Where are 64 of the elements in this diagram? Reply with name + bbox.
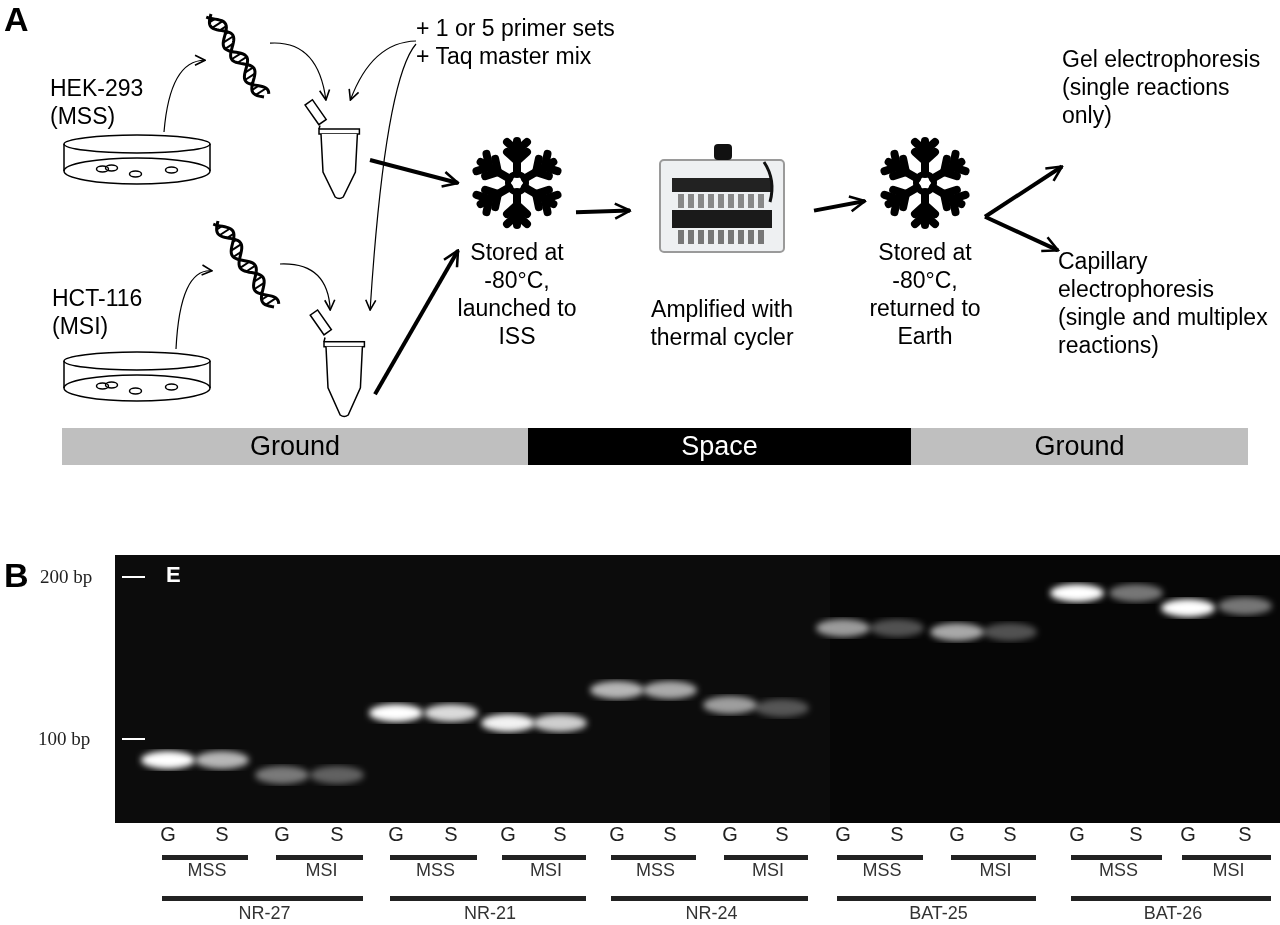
- step-label: Capillary electrophoresis (single and multiplex reactions): [1058, 247, 1276, 417]
- step-label: + Taq master mix: [416, 42, 593, 70]
- lane-label: S: [774, 823, 790, 846]
- arrow: [984, 214, 1060, 253]
- arrow: [348, 40, 417, 101]
- group-label: MSS: [415, 860, 456, 881]
- lane-label: G: [387, 823, 405, 846]
- lane-label: S: [1237, 823, 1253, 846]
- lane-label: G: [159, 823, 177, 846]
- lane-label: G: [499, 823, 517, 846]
- group-label: BAT-26: [1142, 903, 1204, 924]
- lane-label: S: [443, 823, 459, 846]
- group-label: NR-24: [684, 903, 739, 924]
- group-label: NR-21: [463, 903, 517, 924]
- group-label: MSS: [1098, 860, 1139, 881]
- group-label: MSI: [751, 860, 785, 881]
- arrow: [269, 42, 330, 101]
- step-label: Stored at -80°C, returned to Earth: [868, 238, 982, 350]
- step-label: Gel electrophoresis (single reactions only): [1062, 45, 1262, 180]
- arrow: [813, 195, 867, 213]
- lane-label: G: [721, 823, 739, 846]
- phase-bar: Ground: [911, 428, 1248, 465]
- phase-bar: Space: [528, 428, 911, 465]
- lane-label: S: [1128, 823, 1144, 846]
- phase-bar: Ground: [62, 428, 528, 465]
- arrow: [365, 43, 417, 311]
- lane-label: S: [214, 823, 230, 846]
- lane-label: G: [608, 823, 626, 846]
- step-label: HCT-116 (MSI): [52, 284, 167, 344]
- lane-label: S: [1002, 823, 1018, 846]
- group-label: MSI: [529, 860, 563, 881]
- step-label: Amplified with thermal cycler: [649, 295, 795, 351]
- lane-label: S: [662, 823, 678, 846]
- lane-label: G: [1068, 823, 1086, 846]
- group-label: MSS: [186, 860, 228, 881]
- group-label: MSS: [861, 860, 903, 881]
- arrow: [369, 158, 460, 188]
- step-label: HEK-293 (MSS): [50, 74, 165, 134]
- group-label: MSI: [978, 860, 1013, 881]
- arrow: [983, 164, 1064, 219]
- group-label: MSI: [1211, 860, 1246, 881]
- lane-label: G: [1179, 823, 1197, 846]
- gel-label: E: [166, 562, 181, 588]
- panel-letter: B: [4, 556, 29, 594]
- group-label: BAT-25: [908, 903, 969, 924]
- step-label: + 1 or 5 primer sets: [416, 14, 616, 42]
- lane-label: S: [552, 823, 568, 846]
- lane-label: S: [329, 823, 345, 846]
- lane-label: G: [948, 823, 966, 846]
- size-marker-label: 200 bp: [40, 566, 93, 588]
- lane-label: S: [889, 823, 905, 846]
- arrow: [175, 265, 213, 350]
- arrow: [373, 249, 460, 396]
- group-label: NR-27: [237, 903, 292, 924]
- step-label: Stored at -80°C, launched to ISS: [456, 238, 578, 350]
- panel-letter: A: [4, 0, 29, 38]
- group-label: MSS: [635, 860, 676, 881]
- arrow: [163, 55, 206, 133]
- group-label: MSI: [304, 860, 339, 881]
- lane-label: G: [834, 823, 852, 846]
- size-marker-label: 100 bp: [38, 728, 91, 750]
- arrow: [279, 263, 336, 311]
- lane-label: G: [273, 823, 291, 846]
- arrow: [575, 202, 632, 220]
